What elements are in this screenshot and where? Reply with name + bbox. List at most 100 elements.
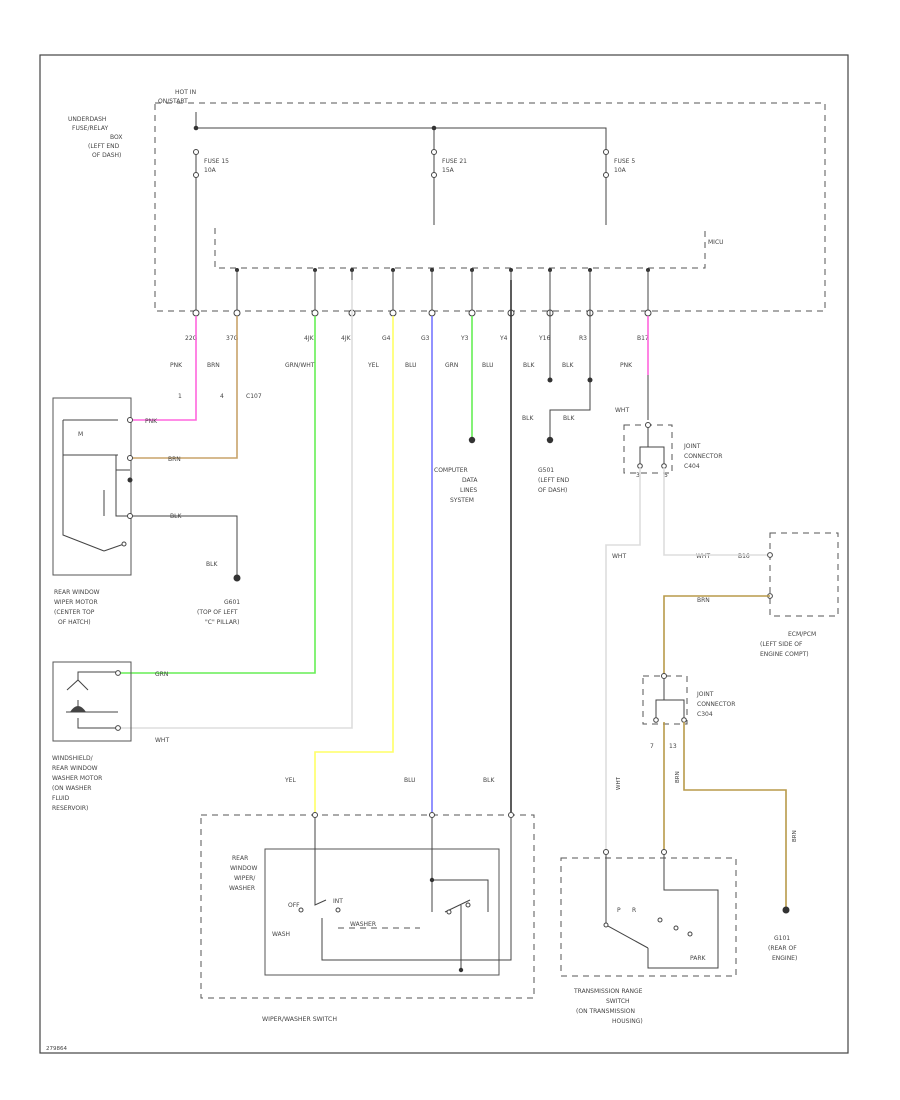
label-yel: YEL [367,362,379,369]
relay-box-pin-label: G4 [382,335,391,342]
label-wht-joint: WHT [615,407,629,414]
svg-text:(ON TRANSMISSION: (ON TRANSMISSION [576,1008,635,1015]
svg-text:FLUID: FLUID [52,795,70,802]
relay-box-pin [233,309,241,317]
svg-text:P: P [617,907,621,914]
svg-text:WINDSHIELD/: WINDSHIELD/ [52,755,94,762]
relay-box-pin-label: Y3 [460,335,469,342]
label-blk2: BLK [562,362,574,369]
svg-text:CONNECTOR: CONNECTOR [697,701,735,708]
label-grn-washer: GRN [155,671,168,678]
wiper-washer-switch: REAR WINDOW WIPER/ WASHER OFF INT WASH W… [200,812,535,1023]
label-jc2-pin13: 13 [669,743,677,750]
svg-text:WASHER: WASHER [229,885,255,892]
svg-text:WASH: WASH [272,931,290,938]
relay-box-pin-label: Y4 [499,335,508,342]
relay-box-pin-label: 22G [185,335,198,342]
svg-text:OF DASH): OF DASH) [538,487,567,494]
svg-text:G101: G101 [774,935,790,942]
relay-box-pin [389,309,397,317]
fuse-21: FUSE 21 15A [431,149,467,225]
svg-text:(CENTER TOP: (CENTER TOP [54,609,95,616]
label-pnk-motor: PNK [145,418,158,425]
svg-text:OF HATCH): OF HATCH) [58,619,91,626]
wire-brn [130,316,238,459]
svg-text:WASHER MOTOR: WASHER MOTOR [52,775,102,782]
ground-g501: G501 (LEFT END OF DASH) [538,377,593,494]
relay-box-label-2: FUSE/RELAY [72,125,109,132]
svg-text:LINES: LINES [460,487,477,494]
wires [118,280,649,812]
svg-text:SWITCH: SWITCH [606,998,630,1005]
diagram-frame [39,54,849,1054]
wire-grn [118,316,316,674]
wire-labels: PNK BRN GRN/WHT YEL BLU GRN BLU BLK BLK … [145,362,750,784]
svg-text:15A: 15A [442,167,455,174]
svg-text:ECM/PCM: ECM/PCM [788,631,816,638]
label-pin4: 4 [220,393,224,400]
svg-text:10A: 10A [614,167,627,174]
svg-text:FUSE 5: FUSE 5 [614,158,635,165]
label-wht-ecm-b: WHT [696,553,710,560]
fuse-relay-box: HOT IN ON/START UNDERDASH FUSE/RELAY BOX… [68,89,826,312]
wire-yel [314,316,394,812]
wire-wht-range [605,468,641,852]
label-brn-g101: BRN [792,830,798,842]
label-jc-pin5: 5 [664,472,668,479]
transmission-range-switch: P R PARK TRANSMISSION RANGE SWITCH (ON T… [560,849,737,1025]
label-blk-g501-b: BLK [563,415,575,422]
fuse-5: FUSE 5 10A [603,149,635,225]
svg-text:"C" PILLAR): "C" PILLAR) [205,619,239,626]
svg-text:(LEFT END: (LEFT END [538,477,570,484]
label-blk-switch: BLK [483,777,495,784]
label-grn: GRN [445,362,458,369]
joint-connector-c304: JOINT CONNECTOR C304 [642,673,735,725]
svg-text:G601: G601 [224,599,240,606]
relay-box-pin [468,309,476,317]
wiper-washer-switch-label: WIPER/WASHER SWITCH [262,1016,337,1023]
label-jc-pin3: 3 [636,472,640,479]
label-pin1: 1 [178,393,182,400]
svg-text:C304: C304 [697,711,713,718]
label-blu: BLU [405,362,417,369]
svg-text:TRANSMISSION RANGE: TRANSMISSION RANGE [573,988,643,995]
svg-text:REAR WINDOW: REAR WINDOW [54,589,100,596]
motor-letter: M [78,431,83,438]
svg-text:RESERVOIR): RESERVOIR) [52,805,88,812]
label-brn-motor: BRN [168,456,181,463]
relay-box-pin-label: R3 [579,335,587,342]
label-wht-range: WHT [616,776,622,790]
label-brn-range: BRN [675,771,681,783]
svg-text:10A: 10A [204,167,217,174]
svg-text:COMPUTER: COMPUTER [434,467,468,474]
label-blk-g501-a: BLK [522,415,534,422]
joint-connector-c404: JOINT CONNECTOR C404 [623,422,722,474]
ground-g601: G601 (TOP OF LEFT "C" PILLAR) [197,574,241,626]
hot-in-label: HOT IN [175,89,196,96]
svg-text:REAR WINDOW: REAR WINDOW [52,765,98,772]
label-wht-washer: WHT [155,737,169,744]
relay-box-pin-label: B17 [637,335,649,342]
svg-text:SYSTEM: SYSTEM [450,497,474,504]
svg-text:ENGINE COMPT): ENGINE COMPT) [760,651,809,658]
on-start-label: ON/START [158,98,188,105]
label-yel-switch: YEL [284,777,296,784]
svg-text:JOINT: JOINT [696,691,714,698]
diagram-code: 279864 [46,1046,67,1052]
label-blk-motor: BLK [170,513,182,520]
svg-text:REAR: REAR [232,855,248,862]
relay-box-pin [311,309,319,317]
rear-wiper-motor: M REAR WINDOW WIPER MOTOR (CENTER TOP OF… [52,397,133,626]
relay-box-pin [428,309,436,317]
relay-box-pin [192,309,200,317]
label-blk: BLK [523,362,535,369]
svg-text:WIPER/: WIPER/ [234,875,256,882]
wire-brn-ecm [663,595,770,676]
label-pnk: PNK [170,362,183,369]
relay-box-pin-label: 4JK [341,335,352,342]
svg-text:DATA: DATA [462,477,478,484]
svg-text:CONNECTOR: CONNECTOR [684,453,722,460]
relay-box-label-5: OF DASH) [92,152,121,159]
svg-text:WASHER: WASHER [350,921,376,928]
